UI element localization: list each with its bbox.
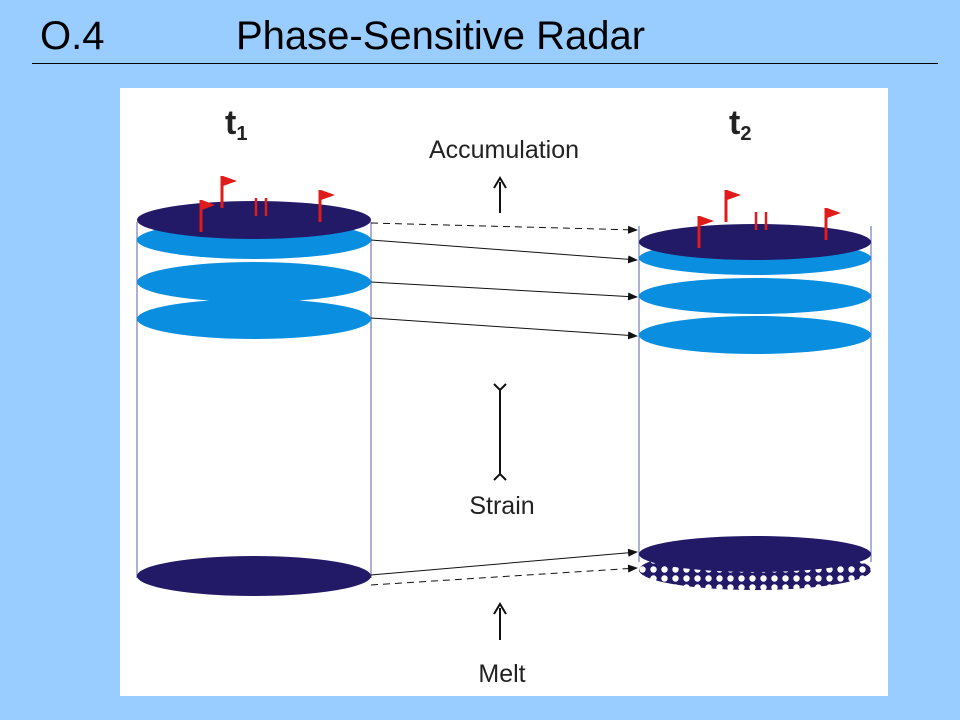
bed-dashed-arrow [370,564,638,586]
right-ice-column [638,190,872,590]
left-surface-layer [137,201,371,239]
strain-label: Strain [469,492,534,520]
time-label-t1: t1 [225,104,247,145]
left-ice-column [136,176,372,596]
accumulation-arrow [493,176,507,213]
slide-number: O.4 [40,14,105,58]
left-internal-layer-3 [137,299,371,339]
right-surface-layer [639,224,871,260]
left-bed-layer [137,556,371,596]
layer-3-arrow [370,317,638,340]
left-antenna-marks [254,198,268,216]
right-internal-layer-3 [639,316,871,354]
strain-arrow [493,383,507,481]
left-flag-1 [199,200,215,232]
right-flag-1 [697,216,714,248]
layer-2-arrow [370,281,638,301]
right-bed-layer [639,536,871,572]
layer-1-arrow [370,239,638,264]
left-internal-layer-2 [137,262,371,302]
accumulation-label: Accumulation [429,136,579,164]
layer-correspondence-arrows [370,222,638,586]
radar-diagram: t1 t2 Accumulation Strain Melt [136,104,872,688]
left-flag-3 [318,190,335,222]
radar-diagram-panel: t1 t2 Accumulation Strain Melt [120,88,888,696]
surface-dashed-arrow [370,222,638,234]
melt-arrow [493,602,507,640]
title-divider [32,63,938,64]
slide-header: O.4 Phase-Sensitive Radar [0,0,960,66]
left-flag-2 [220,176,237,208]
right-internal-layer-2 [639,278,871,314]
slide-title: Phase-Sensitive Radar [236,14,646,58]
right-antenna-marks [754,212,768,230]
time-label-t2: t2 [729,104,751,145]
melt-label: Melt [478,660,525,688]
bed-arrow [370,548,638,576]
right-flag-2 [724,190,741,222]
right-flag-3 [824,208,841,240]
